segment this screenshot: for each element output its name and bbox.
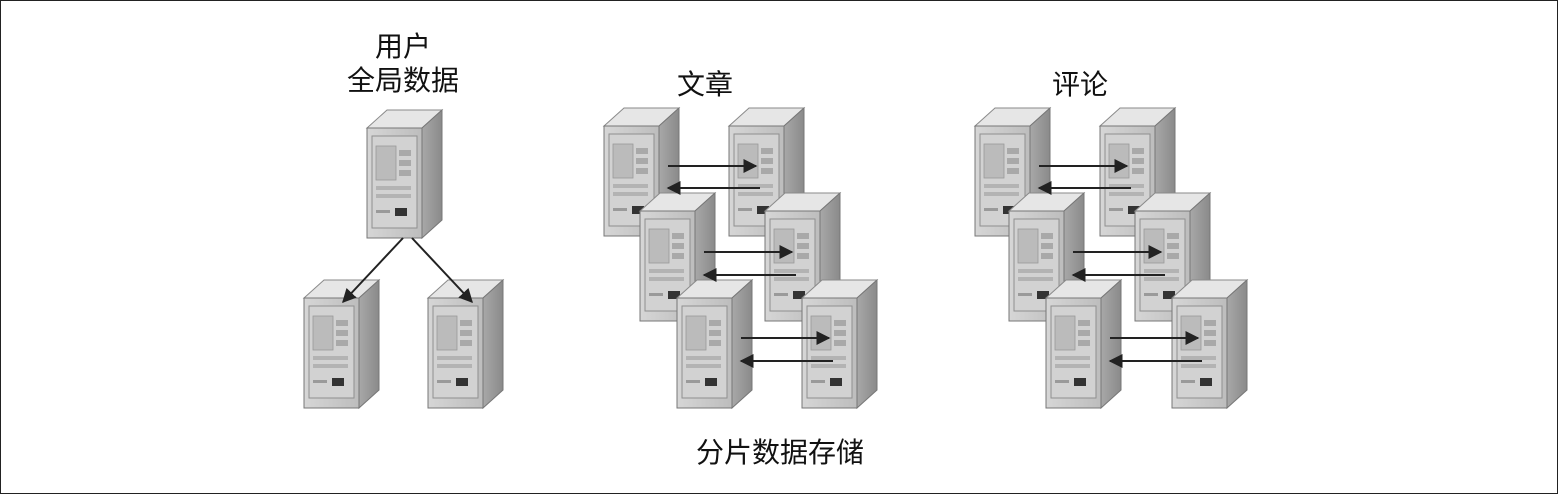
caption-label: 分片数据存储 — [695, 436, 864, 469]
user-label-line2: 全局数据 — [346, 64, 459, 97]
server-icon — [1045, 279, 1122, 409]
server-icon — [427, 279, 504, 409]
user-label-line1: 用户 — [374, 30, 431, 63]
server-icon — [801, 279, 878, 409]
server-icon — [366, 109, 443, 239]
comment-label: 评论 — [1051, 68, 1108, 101]
arrow-icon — [342, 237, 404, 304]
user-label: 用户 全局数据 — [338, 30, 468, 98]
server-icon — [303, 279, 380, 409]
server-icon — [1171, 279, 1248, 409]
arrow-icon — [411, 237, 473, 304]
server-icon — [676, 279, 753, 409]
article-label: 文章 — [676, 68, 733, 101]
